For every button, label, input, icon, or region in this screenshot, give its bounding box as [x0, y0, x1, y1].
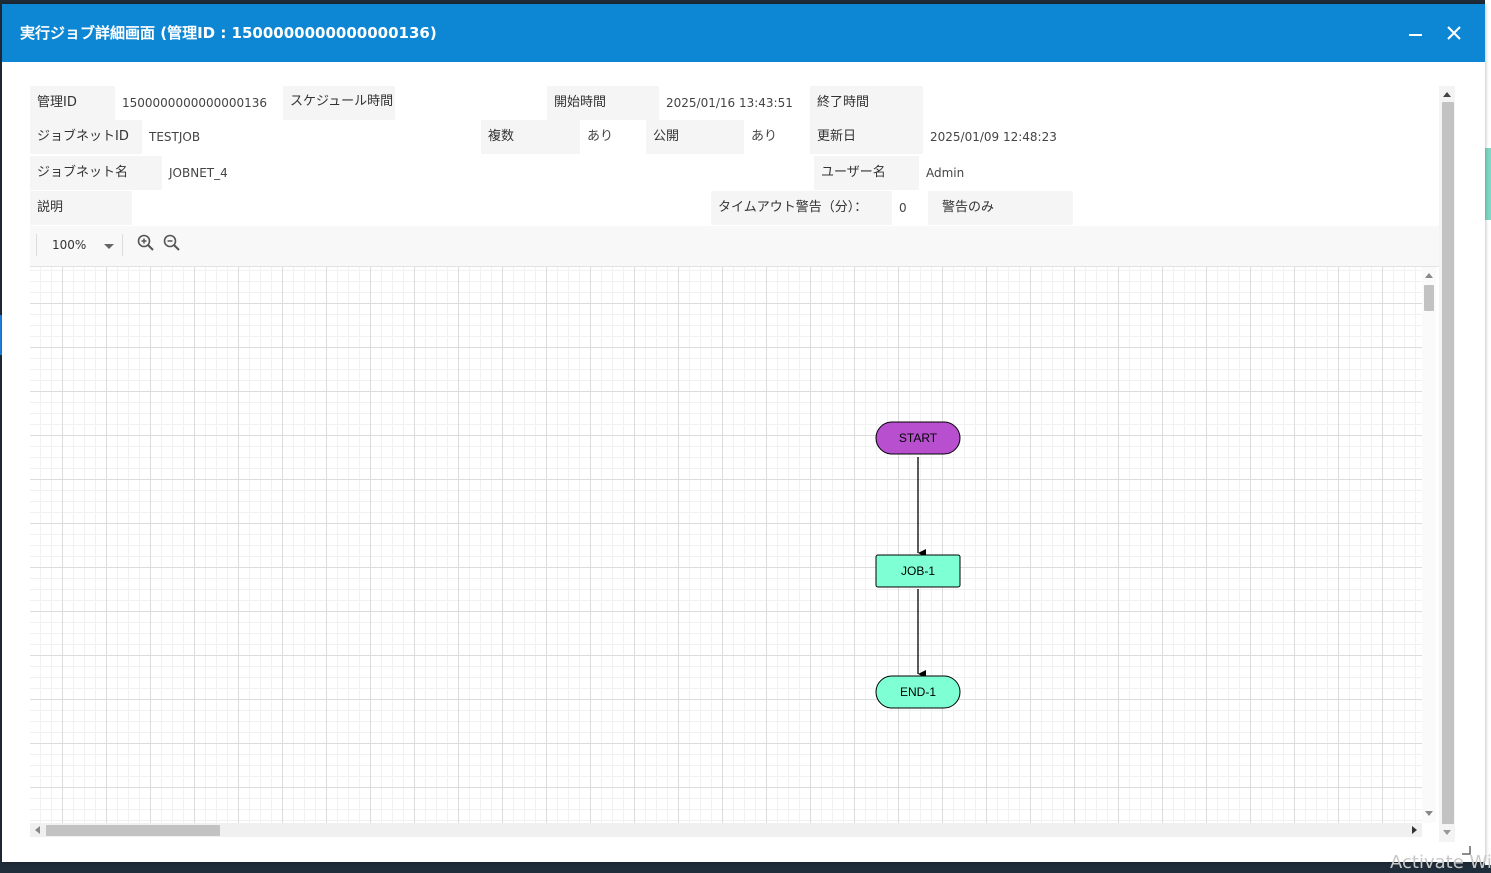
zoom-value: 100%	[52, 238, 87, 252]
updated-label: 更新日	[810, 120, 923, 154]
start-time-value: 2025/01/16 13:43:51	[659, 86, 809, 120]
schedule-time-value	[395, 86, 547, 120]
close-icon	[1447, 26, 1461, 40]
updated-value: 2025/01/09 12:48:23	[923, 120, 1073, 154]
description-label: 説明	[30, 191, 132, 225]
activation-watermark: Activate Wi	[1390, 852, 1491, 873]
zoom-out-icon	[163, 234, 180, 251]
toolbar-divider	[36, 234, 37, 256]
scroll-up-arrow-icon[interactable]	[1443, 92, 1451, 97]
zoom-in-icon	[137, 234, 154, 251]
scrollbar-thumb[interactable]	[46, 825, 220, 836]
timeout-warning-value: 0	[892, 191, 925, 225]
job-detail-dialog: 実行ジョブ詳細画面 (管理ID : 1500000000000000136) 管…	[2, 4, 1485, 862]
description-value	[132, 191, 710, 225]
scroll-up-arrow-icon[interactable]	[1425, 273, 1433, 278]
canvas-horizontal-scrollbar[interactable]	[30, 823, 1422, 837]
user-name-value: Admin	[919, 156, 1075, 190]
multiple-value: あり	[580, 120, 646, 154]
canvas-vertical-scrollbar[interactable]	[1422, 267, 1436, 823]
flow-node-start[interactable]: START	[875, 421, 961, 455]
flow-node-label: START	[899, 431, 938, 445]
scrollbar-thumb[interactable]	[1424, 285, 1434, 311]
end-time-value	[923, 86, 1073, 120]
scroll-right-arrow-icon[interactable]	[1412, 826, 1417, 834]
diagram-toolbar: 100%	[30, 226, 1440, 267]
scroll-down-arrow-icon[interactable]	[1443, 830, 1451, 835]
content-vertical-scrollbar[interactable]	[1439, 86, 1455, 842]
multiple-label: 複数	[481, 120, 580, 154]
close-button[interactable]	[1442, 20, 1466, 44]
jobnet-name-value: JOBNET_4	[162, 156, 812, 190]
jobnet-id-value: TESTJOB	[142, 120, 480, 154]
jobnet-name-label: ジョブネット名	[30, 156, 162, 190]
toolbar-divider	[122, 234, 123, 256]
kanri-id-value: 1500000000000000136	[115, 86, 282, 120]
zoom-select[interactable]: 100%	[38, 234, 118, 258]
resize-grip-icon[interactable]	[1460, 844, 1472, 856]
flow-node-end[interactable]: END-1	[875, 675, 961, 709]
minimize-button[interactable]	[1403, 20, 1427, 44]
minimize-icon	[1409, 34, 1422, 36]
flow-node-label: END-1	[900, 685, 936, 699]
end-time-label: 終了時間	[810, 86, 923, 120]
background-strip	[1485, 0, 1491, 865]
chevron-down-icon	[104, 244, 114, 249]
dialog-content: 管理ID 1500000000000000136 スケジュール時間 開始時間 2…	[2, 62, 1485, 862]
public-label: 公開	[646, 120, 744, 154]
schedule-time-label: スケジュール時間	[283, 86, 395, 120]
scroll-left-arrow-icon[interactable]	[35, 826, 40, 834]
background-accent-left	[0, 315, 3, 355]
public-value: あり	[744, 120, 809, 154]
start-time-label: 開始時間	[547, 86, 659, 120]
dialog-title: 実行ジョブ詳細画面 (管理ID : 1500000000000000136)	[20, 24, 437, 42]
scrollbar-thumb[interactable]	[1442, 102, 1454, 824]
timeout-warning-label: タイムアウト警告（分）：	[711, 191, 892, 225]
zoom-out-button[interactable]	[163, 234, 181, 252]
user-name-label: ユーザー名	[814, 156, 919, 190]
jobnet-id-label: ジョブネットID	[30, 120, 142, 154]
flow-node-job[interactable]: JOB-1	[875, 554, 961, 588]
scroll-down-arrow-icon[interactable]	[1425, 811, 1433, 816]
flow-diagram: START JOB-1 END-1	[875, 421, 961, 709]
zoom-in-button[interactable]	[137, 234, 155, 252]
dialog-titlebar[interactable]: 実行ジョブ詳細画面 (管理ID : 1500000000000000136)	[2, 4, 1485, 62]
background-accent	[1485, 148, 1491, 220]
flow-node-label: JOB-1	[901, 564, 935, 578]
timeout-warning-mode: 警告のみ	[928, 191, 1073, 225]
kanri-id-label: 管理ID	[30, 86, 115, 120]
jobnet-diagram-canvas[interactable]: START JOB-1 END-1	[30, 267, 1422, 823]
